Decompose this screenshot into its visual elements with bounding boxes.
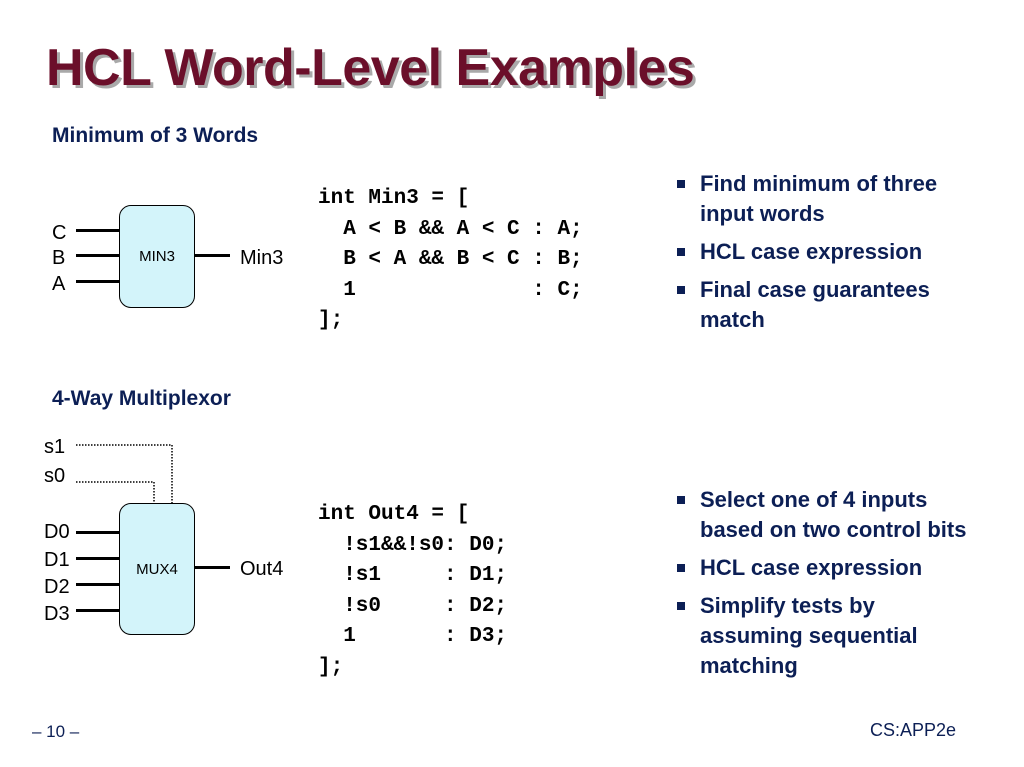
min3-bullet-item: Find minimum of three input words [674,169,974,229]
page-number: – 10 – [32,722,80,741]
min3-input-c-label: C [52,222,67,244]
mux4-bullet-item: Select one of 4 inputs based on two cont… [674,485,974,545]
mux4-block-label: MUX4 [136,561,178,578]
mux4-output-wire [194,566,230,569]
square-bullet-icon [677,496,685,504]
square-bullet-icon [677,286,685,294]
mux4-input-d3-label: D3 [44,603,70,625]
square-bullet-icon [677,180,685,188]
min3-bullet-text: HCL case expression [700,239,923,264]
mux4-output-label: Out4 [240,558,284,580]
min3-input-a-label: A [52,273,66,295]
mux4-block: MUX4 [119,503,195,635]
slide-title: HCL Word-Level Examples [46,39,695,97]
mux4-heading: 4-Way Multiplexor [52,387,231,410]
mux4-input-d3-wire [76,609,120,612]
mux4-control-wires [76,444,173,503]
mux4-bullet-text: Select one of 4 inputs based on two cont… [700,487,967,542]
min3-block-label: MIN3 [139,248,175,265]
min3-input-b-wire [76,254,120,257]
mux4-control-s1-label: s1 [44,436,66,458]
mux4-input-d0-wire [76,531,120,534]
min3-heading: Minimum of 3 Words [52,124,259,147]
mux4-bullet-item: Simplify tests by assuming sequential ma… [674,591,974,681]
min3-bullet-text: Find minimum of three input words [700,171,938,226]
mux4-bullet-text: Simplify tests by assuming sequential ma… [700,593,918,678]
min3-output-wire [194,254,230,257]
mux4-control-s0-label: s0 [44,465,66,487]
min3-input-a-wire [76,280,120,283]
min3-bullet-text: Final case guarantees match [700,277,930,332]
min3-block: MIN3 [119,205,195,308]
min3-bullet-item: HCL case expression [674,237,974,267]
min3-bullet-item: Final case guarantees match [674,275,974,335]
min3-input-b-label: B [52,247,66,269]
mux4-bullet-text: HCL case expression [700,555,923,580]
mux4-input-d2-label: D2 [44,576,70,598]
mux4-control-s1-wire [76,444,173,503]
square-bullet-icon [677,602,685,610]
mux4-input-d0-label: D0 [44,521,70,543]
min3-input-c-wire [76,229,120,232]
course-label: CS:APP2e [870,720,957,740]
min3-bullet-list: Find minimum of three input words HCL ca… [674,169,974,343]
square-bullet-icon [677,564,685,572]
mux4-bullet-list: Select one of 4 inputs based on two cont… [674,485,974,689]
mux4-input-d1-wire [76,557,120,560]
mux4-input-d1-label: D1 [44,549,70,571]
min3-output-label: Min3 [240,247,284,269]
mux4-code: int Out4 = [ !s1&&!s0: D0; !s1 : D1; !s0… [318,503,508,679]
square-bullet-icon [677,248,685,256]
mux4-bullet-item: HCL case expression [674,553,974,583]
mux4-control-s0-wire [76,481,155,503]
min3-code: int Min3 = [ A < B && A < C : A; B < A &… [318,187,583,332]
mux4-input-d2-wire [76,583,120,586]
